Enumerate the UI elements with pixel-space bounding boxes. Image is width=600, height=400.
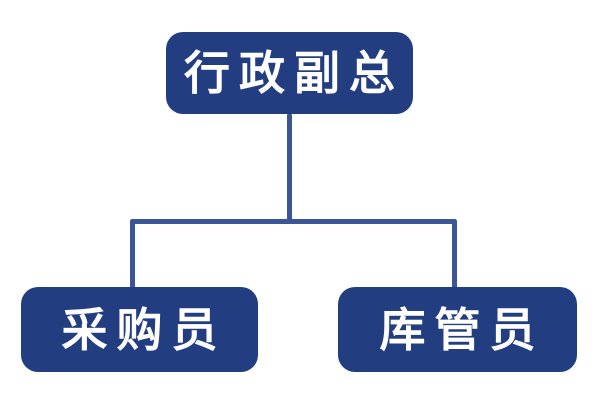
org-node-child-purchaser: 采购员: [21, 287, 258, 372]
connector-root-stem: [287, 113, 292, 224]
org-node-root-label: 行政副总: [184, 46, 404, 100]
org-node-root: 行政副总: [166, 32, 413, 114]
connector-drop-left: [130, 219, 135, 289]
connector-crossbar: [130, 219, 457, 224]
connector-drop-right: [452, 219, 457, 289]
org-node-child-warehouse-label: 库管员: [379, 302, 545, 357]
org-node-child-warehouse: 库管员: [338, 287, 577, 372]
org-node-child-purchaser-label: 采购员: [61, 302, 227, 357]
